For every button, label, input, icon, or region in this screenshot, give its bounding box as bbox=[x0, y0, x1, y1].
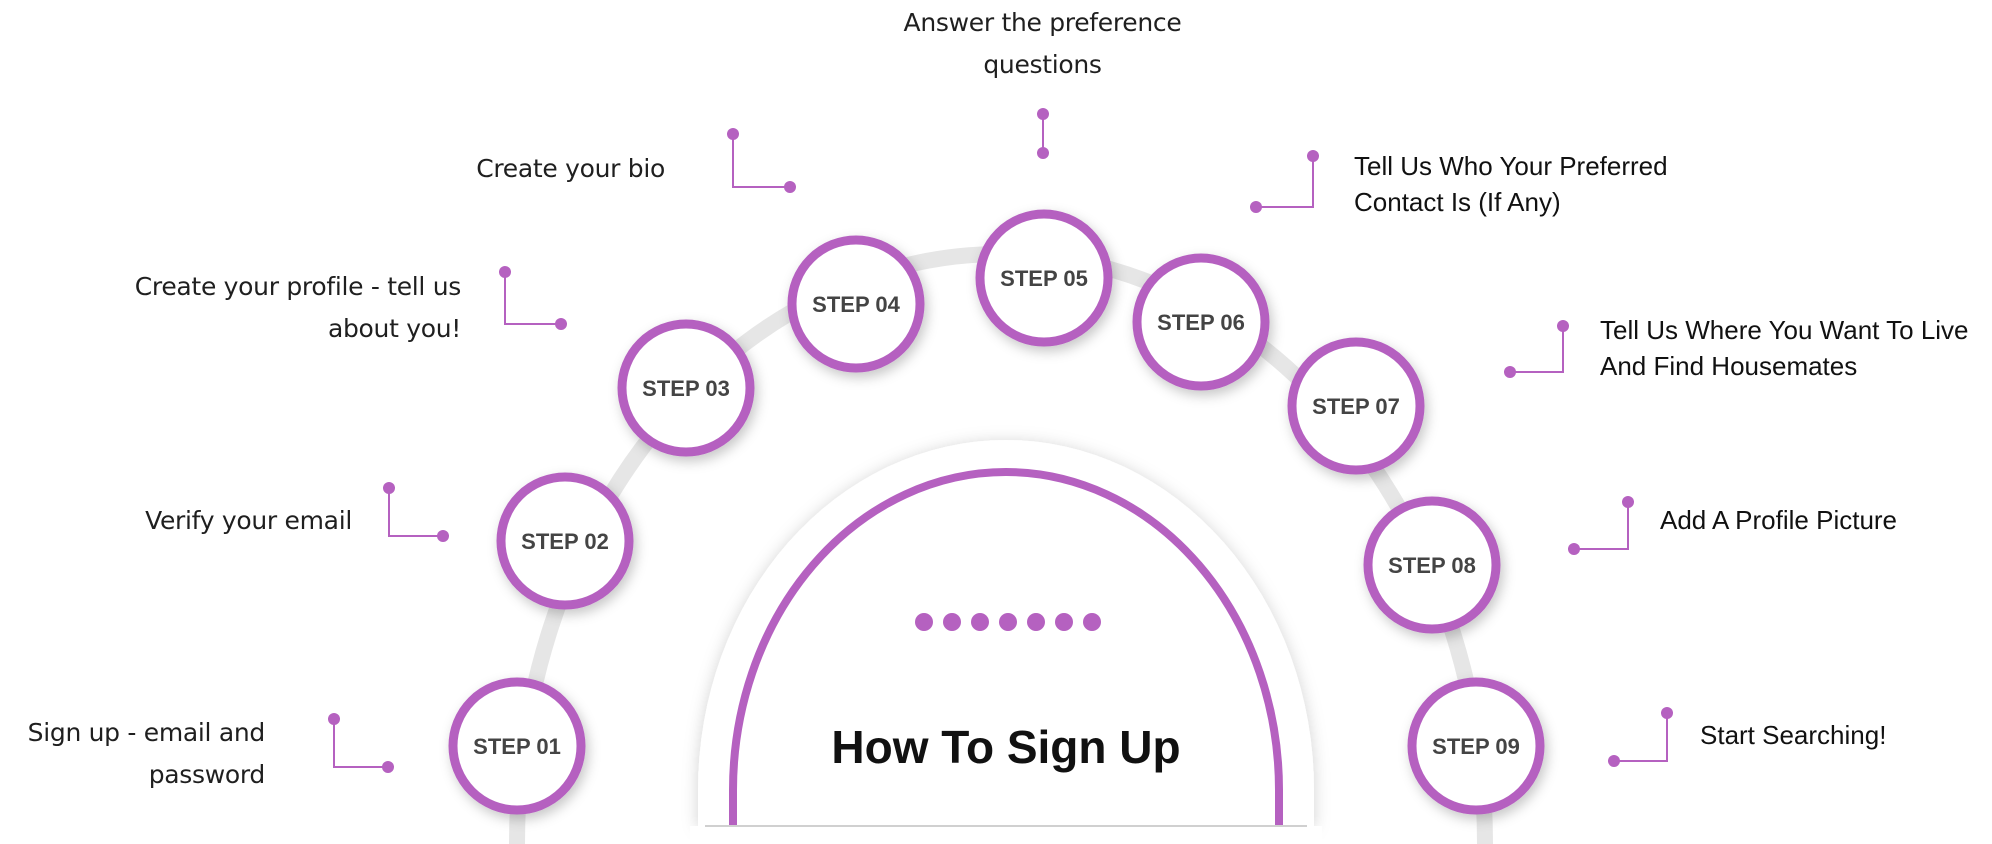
connector-dot bbox=[1250, 201, 1262, 213]
step-01-description: Sign up - email and password bbox=[0, 712, 266, 796]
connector-dot bbox=[1307, 150, 1319, 162]
step-04-label: STEP 04 bbox=[812, 292, 900, 317]
connector-dot bbox=[437, 530, 449, 542]
connector-step-01 bbox=[328, 713, 394, 773]
step-08-description: Add A Profile Picture bbox=[1660, 502, 1992, 538]
step-01-label: STEP 01 bbox=[473, 734, 561, 759]
decorative-dot bbox=[943, 613, 961, 631]
step-description-line: questions bbox=[983, 50, 1102, 79]
step-description-line: Contact Is (If Any) bbox=[1354, 187, 1561, 217]
step-description-line: Add A Profile Picture bbox=[1660, 505, 1898, 535]
step-description-line: Verify your email bbox=[145, 506, 352, 535]
step-09-circle: STEP 09 bbox=[1407, 677, 1545, 815]
step-description-line: Create your bio bbox=[476, 154, 665, 183]
connector-dot bbox=[1557, 320, 1569, 332]
step-description-line: Create your profile - tell us bbox=[134, 272, 462, 301]
step-description-line: Start Searching! bbox=[1700, 720, 1887, 750]
connector-step-09 bbox=[1608, 707, 1673, 767]
connector-step-08 bbox=[1568, 496, 1634, 555]
step-description-line: Tell Us Who Your Preferred bbox=[1354, 151, 1668, 181]
step-08-label: STEP 08 bbox=[1388, 553, 1476, 578]
diagram-title: How To Sign Up bbox=[831, 721, 1180, 773]
step-06-label: STEP 06 bbox=[1157, 310, 1245, 335]
step-06-circle: STEP 06 bbox=[1132, 253, 1270, 391]
step-05-description: Answer the preference questions bbox=[880, 2, 1205, 86]
step-description-line: about you! bbox=[327, 314, 461, 343]
step-05-label: STEP 05 bbox=[1000, 266, 1088, 291]
connector-dot bbox=[1622, 496, 1634, 508]
decorative-dots bbox=[915, 613, 1101, 631]
connector-step-02 bbox=[383, 482, 449, 542]
connector-dot bbox=[499, 266, 511, 278]
step-description-line: password bbox=[148, 760, 266, 789]
step-07-circle: STEP 07 bbox=[1287, 337, 1425, 475]
step-02-label: STEP 02 bbox=[521, 529, 609, 554]
connector-dot bbox=[1037, 147, 1049, 159]
step-description-line: Sign up - email and bbox=[27, 718, 266, 747]
step-04-description: Create your bio bbox=[420, 148, 665, 190]
decorative-dot bbox=[1083, 613, 1101, 631]
step-03-circle: STEP 03 bbox=[617, 319, 755, 457]
connector-step-04 bbox=[727, 128, 796, 193]
step-03-description: Create your profile - tell us about you! bbox=[0, 266, 462, 350]
title-half-circle bbox=[690, 440, 1322, 844]
connector-step-06 bbox=[1250, 150, 1319, 213]
step-02-circle: STEP 02 bbox=[496, 472, 634, 610]
connector-step-05 bbox=[1037, 108, 1049, 159]
connector-dot bbox=[382, 761, 394, 773]
step-08-circle: STEP 08 bbox=[1363, 496, 1501, 634]
connector-dot bbox=[784, 181, 796, 193]
step-09-label: STEP 09 bbox=[1432, 734, 1520, 759]
connector-dot bbox=[727, 128, 739, 140]
step-07-label: STEP 07 bbox=[1312, 394, 1400, 419]
step-05-circle: STEP 05 bbox=[975, 209, 1113, 347]
connector-dot bbox=[383, 482, 395, 494]
connector-dot bbox=[1037, 108, 1049, 120]
step-circles: STEP 01 STEP 02 STEP 03 STEP 04 STEP 05 STEP … bbox=[448, 209, 1545, 815]
connector-dot bbox=[1661, 707, 1673, 719]
connector-dot bbox=[555, 318, 567, 330]
decorative-dot bbox=[999, 613, 1017, 631]
connector-dot bbox=[1504, 366, 1516, 378]
connector-step-07 bbox=[1504, 320, 1569, 378]
connector-step-03 bbox=[499, 266, 567, 330]
decorative-dot bbox=[915, 613, 933, 631]
decorative-dot bbox=[1055, 613, 1073, 631]
decorative-dot bbox=[971, 613, 989, 631]
connector-dot bbox=[328, 713, 340, 725]
step-description-line: Tell Us Where You Want To Live bbox=[1600, 315, 1969, 345]
step-01-circle: STEP 01 bbox=[448, 677, 586, 815]
connectors bbox=[328, 108, 1673, 773]
step-description-line: And Find Housemates bbox=[1600, 351, 1858, 381]
step-09-description: Start Searching! bbox=[1700, 717, 1992, 753]
step-03-label: STEP 03 bbox=[642, 376, 730, 401]
connector-dot bbox=[1568, 543, 1580, 555]
step-04-circle: STEP 04 bbox=[787, 235, 925, 373]
connector-dot bbox=[1608, 755, 1620, 767]
decorative-dot bbox=[1027, 613, 1045, 631]
step-description-line: Answer the preference bbox=[903, 8, 1182, 37]
step-02-description: Verify your email bbox=[0, 500, 352, 542]
